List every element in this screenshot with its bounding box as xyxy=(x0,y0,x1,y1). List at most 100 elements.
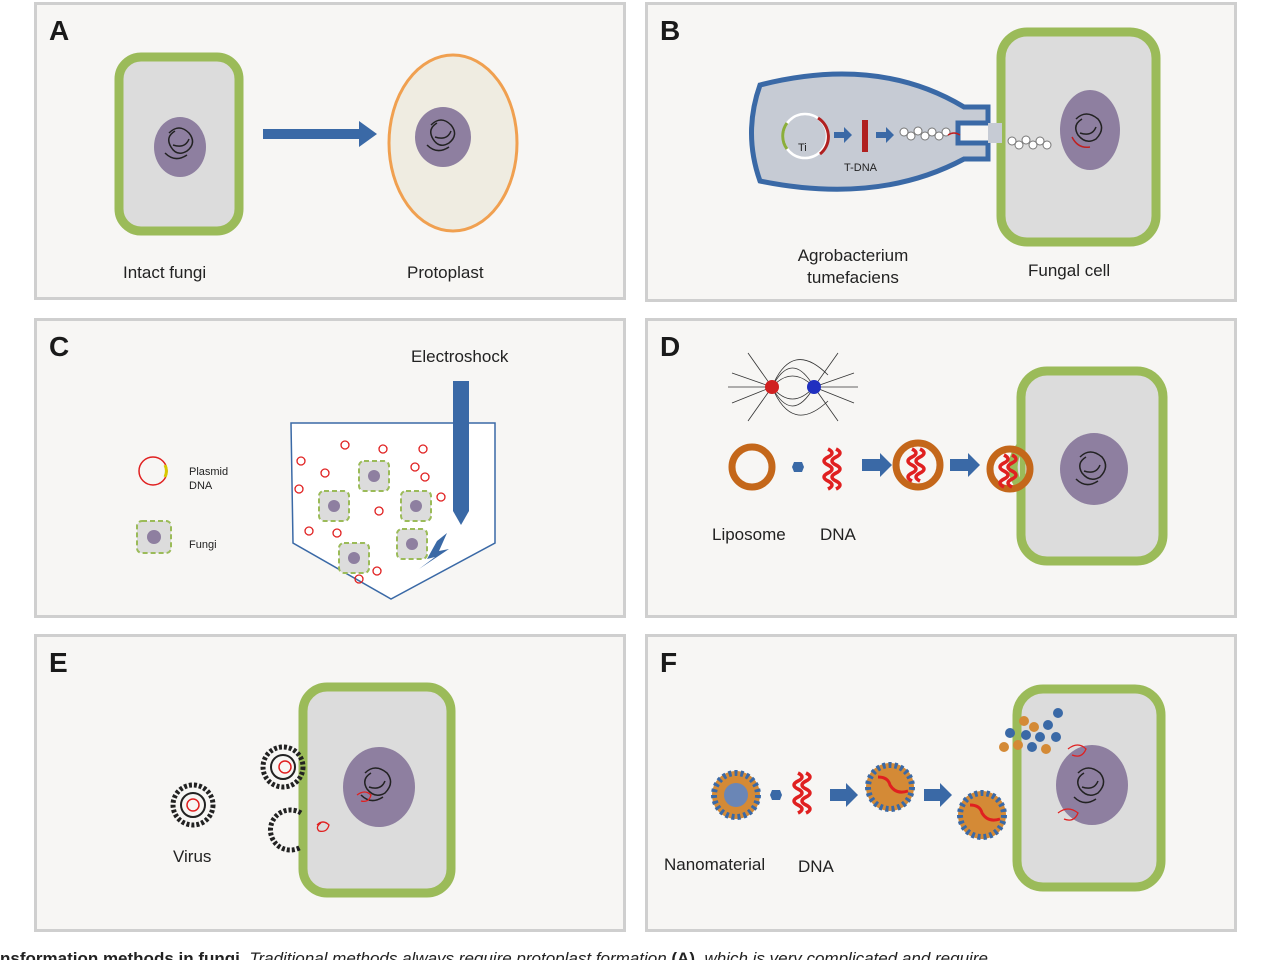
tdna-bar xyxy=(862,120,868,152)
panel-letter: D xyxy=(660,331,681,362)
right-arrow xyxy=(924,783,952,807)
nanomaterial-with-dna-shell xyxy=(865,762,915,812)
panel-f-illustration xyxy=(711,684,1166,892)
label-ti: Ti xyxy=(798,142,807,154)
chromatin xyxy=(164,127,194,160)
panel-d-illustration xyxy=(728,352,1168,566)
agrobacterium-body xyxy=(749,71,991,192)
panel-e-illustration xyxy=(170,682,456,898)
panel-f: F Nanomaterial DNA xyxy=(645,634,1237,932)
fusing-liposome xyxy=(986,445,1034,493)
panel-a-illustration xyxy=(114,52,519,236)
label-intact-fungi: Intact fungi xyxy=(123,263,207,282)
small-arrow xyxy=(876,127,894,143)
label-agrobacterium: Agrobacterium tumefaciens xyxy=(778,245,928,289)
label-fungal-cell: Fungal cell xyxy=(1028,261,1111,280)
dna-strand xyxy=(969,803,1001,822)
fungi-nuclei xyxy=(328,470,422,564)
label-plasmid-dna: Plasmid DNA xyxy=(189,465,228,493)
right-arrow xyxy=(263,121,377,147)
virus-genome xyxy=(186,798,200,812)
caption-ref: (A) xyxy=(671,949,695,960)
label-plasmid-line2: DNA xyxy=(189,480,213,492)
pilus-gap xyxy=(988,123,1002,143)
label-protoplast: Protoplast xyxy=(407,263,484,282)
label-nanomaterial: Nanomaterial xyxy=(664,855,766,874)
chromatin xyxy=(360,767,392,802)
tdna-strand xyxy=(947,132,961,136)
caption-text: Traditional methods always require proto… xyxy=(244,949,672,960)
nucleus xyxy=(1056,745,1128,825)
right-arrow xyxy=(830,783,858,807)
chromatin xyxy=(1073,767,1105,804)
nanomaterial-core xyxy=(724,783,748,807)
nucleus xyxy=(154,117,206,177)
dna-strand xyxy=(877,775,909,794)
dispersed-nanoparticles xyxy=(999,708,1063,754)
electrode xyxy=(453,381,469,525)
panel-c: C Electroshock Plasmid DNA Fungi xyxy=(34,318,626,618)
plus-marker xyxy=(770,790,782,800)
panel-letter: E xyxy=(49,647,68,678)
panel-letter: C xyxy=(49,331,70,362)
nucleus xyxy=(1060,90,1120,170)
label-tdna: T-DNA xyxy=(844,162,877,174)
injecting-virus xyxy=(268,807,303,853)
label-liposome: Liposome xyxy=(712,525,786,544)
dna-strand xyxy=(822,447,842,491)
label-electroshock: Electroshock xyxy=(411,347,509,366)
nucleus xyxy=(415,107,471,167)
small-arrow xyxy=(834,127,852,143)
injected-viral-dna xyxy=(316,821,330,833)
chromatin xyxy=(426,119,456,152)
liposome-with-dna xyxy=(892,439,944,491)
panel-a: A Intact fungi Protoplast xyxy=(34,2,626,300)
caption-bold: nsformation methods in fungi. xyxy=(0,949,245,960)
panel-letter: A xyxy=(49,15,70,46)
viral-dna-in-nucleus xyxy=(356,791,372,803)
nanomaterial-particle xyxy=(711,770,761,820)
label-plasmid-line1: Plasmid xyxy=(189,466,229,478)
delivered-dna xyxy=(1057,744,1087,821)
label-fungi: Fungi xyxy=(189,539,217,551)
label-agrobacterium-line1: Agrobacterium xyxy=(797,246,909,265)
nucleus xyxy=(1060,433,1128,505)
right-arrow xyxy=(862,453,892,477)
virus-capsid xyxy=(180,792,206,818)
label-agrobacterium-line2: tumefaciens xyxy=(807,268,899,287)
attached-virus xyxy=(260,744,306,790)
liposome xyxy=(728,443,776,491)
dna-strand xyxy=(792,771,812,815)
integrated-tdna xyxy=(1071,136,1091,149)
electric-field-lines xyxy=(728,352,858,422)
ti-plasmid-marker xyxy=(781,122,789,150)
dna-strand xyxy=(906,447,926,483)
label-dna: DNA xyxy=(820,525,856,544)
chromatin xyxy=(1075,451,1107,486)
chromatin xyxy=(1075,113,1103,142)
panel-b-illustration xyxy=(749,27,1161,247)
ti-plasmid-tdna-segment xyxy=(817,116,830,156)
panel-e: E Virus xyxy=(34,634,626,932)
dna-strand xyxy=(998,453,1018,489)
vir-protein-chain xyxy=(899,126,951,141)
figure-caption: nsformation methods in fungi. Traditiona… xyxy=(0,944,1272,960)
virus xyxy=(170,782,216,828)
virus-capsid xyxy=(270,754,296,780)
positive-charge xyxy=(765,380,779,394)
legend-plasmid xyxy=(138,456,168,486)
right-arrow xyxy=(950,453,980,477)
caption-rest: , which is very complicated and require xyxy=(695,949,988,960)
plus-marker xyxy=(792,462,804,472)
panel-b: B Ti T-DNA Agrobacterium tumefaciens Fun… xyxy=(645,2,1237,302)
legend-plasmid-marker xyxy=(163,464,168,478)
negative-charge xyxy=(807,380,821,394)
panel-letter: B xyxy=(660,15,681,46)
label-dna: DNA xyxy=(798,857,834,876)
legend-fungi-nucleus xyxy=(147,530,161,544)
panel-c-illustration xyxy=(136,381,496,600)
panel-d: D Liposome DNA xyxy=(645,318,1237,618)
panel-letter: F xyxy=(660,647,678,678)
nanomaterial-at-membrane-shell xyxy=(957,790,1007,840)
plasmid-dna xyxy=(294,440,446,584)
